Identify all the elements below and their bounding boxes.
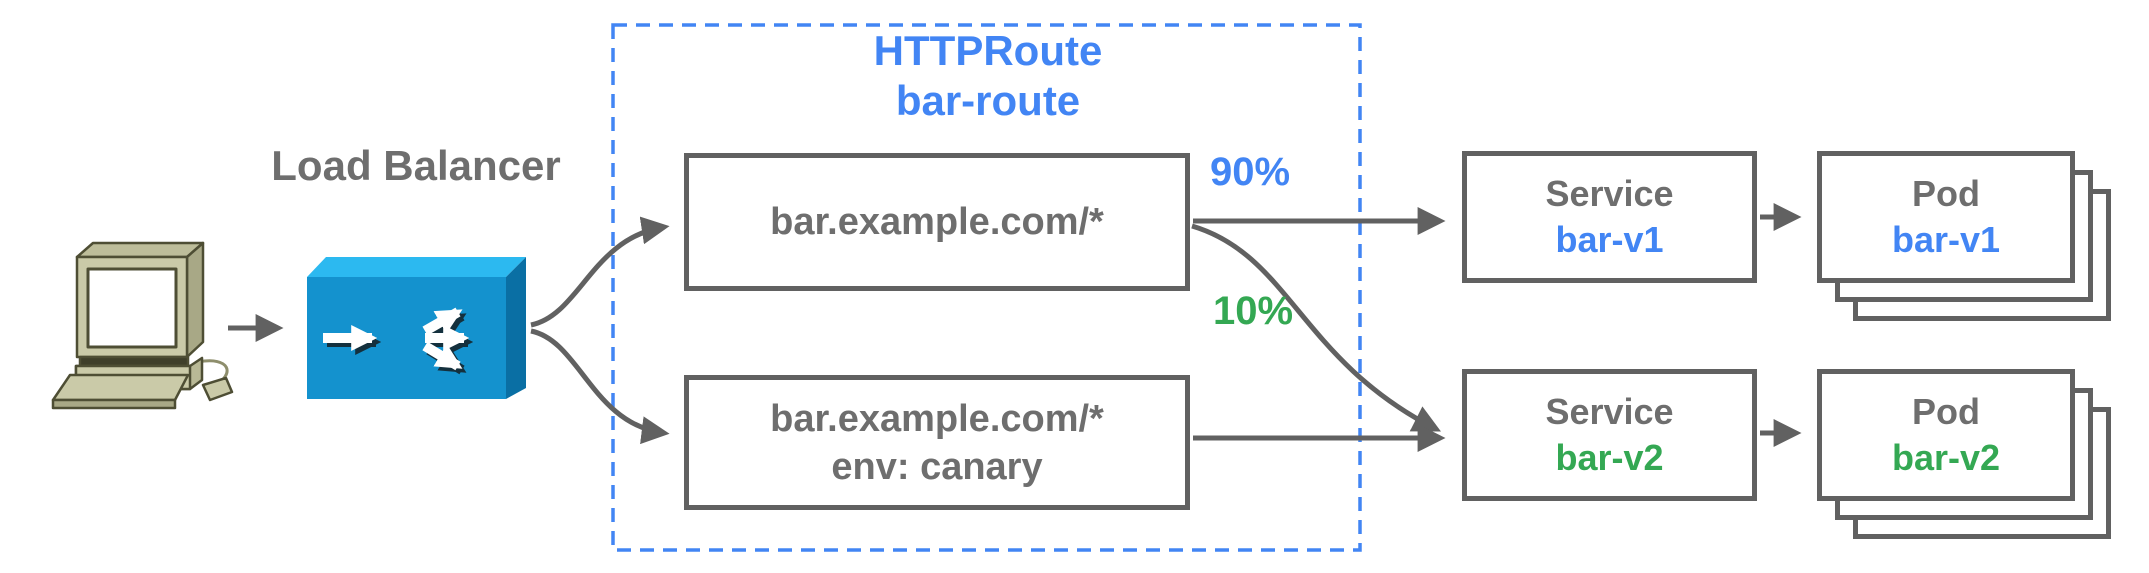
httproute-title: HTTPRoute bar-route — [788, 26, 1188, 126]
httproute-title-name: bar-route — [895, 77, 1081, 124]
pod-bar-v1-box: Pod bar-v1 — [1817, 151, 2075, 283]
service-v1-name: bar-v1 — [1555, 219, 1664, 260]
lb-to-rule2-arrow — [530, 328, 670, 445]
route-rule-2-hostname: bar.example.com/* — [770, 397, 1104, 440]
pod-v2-kind: Pod — [1912, 391, 1980, 432]
weight-90-label: 90% — [1210, 150, 1291, 194]
pod-v1-kind: Pod — [1912, 173, 1980, 214]
route-rule-1-hostname: bar.example.com/* — [770, 201, 1104, 243]
pod-v1-name: bar-v1 — [1891, 219, 2001, 260]
load-balancer-label: Load Balancer — [271, 142, 561, 189]
load-balancer-icon — [307, 257, 526, 399]
service-v2-kind: Service — [1545, 391, 1674, 432]
weight-10-label: 10% — [1213, 289, 1294, 333]
service-v2-name: bar-v2 — [1555, 437, 1664, 478]
lb-to-rule1-arrow — [530, 216, 670, 328]
route-rule-2-header-match: env: canary — [831, 445, 1043, 488]
pod-bar-v2-box: Pod bar-v2 — [1817, 369, 2075, 501]
rule1-to-service-v2-curve — [1191, 223, 1441, 432]
service-bar-v1-box: Service bar-v1 — [1462, 151, 1757, 283]
httproute-title-kind: HTTPRoute — [873, 27, 1103, 74]
httproute-group-border — [611, 23, 1362, 552]
service-v1-kind: Service — [1545, 173, 1674, 214]
route-rule-2-box: bar.example.com/* env: canary — [684, 375, 1190, 510]
pod-v2-name: bar-v2 — [1891, 437, 2001, 478]
route-rule-1-box: bar.example.com/* — [684, 153, 1190, 291]
service-bar-v2-box: Service bar-v2 — [1462, 369, 1757, 501]
computer-icon — [51, 241, 234, 410]
